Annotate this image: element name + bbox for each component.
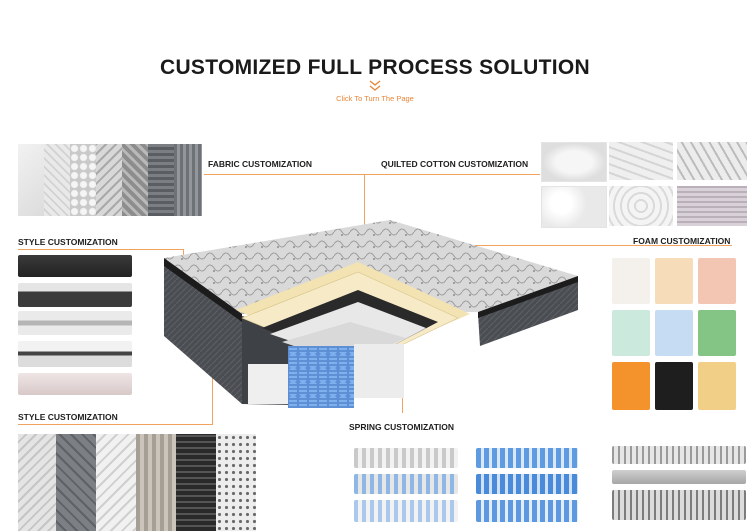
foam-swatch bbox=[612, 362, 650, 410]
foam-swatch bbox=[698, 362, 736, 410]
quilted-connector-line bbox=[365, 174, 540, 175]
fabric-customization-label: FABRIC CUSTOMIZATION bbox=[208, 159, 313, 169]
foam-swatch bbox=[655, 310, 693, 356]
style-customization-label-top: STYLE CUSTOMIZATION bbox=[18, 237, 118, 247]
style-top-connector-line bbox=[18, 249, 183, 250]
foam-connector-line bbox=[432, 245, 732, 246]
page-title: CUSTOMIZED FULL PROCESS SOLUTION bbox=[159, 56, 590, 79]
spring-samples-image bbox=[350, 446, 750, 531]
quilted-cotton-samples-image bbox=[541, 142, 749, 228]
fabric-connector-drop bbox=[364, 174, 365, 238]
foam-swatch bbox=[655, 258, 693, 304]
mattress-cross-section-image bbox=[164, 220, 578, 408]
fabric-connector-line bbox=[204, 174, 364, 175]
quilted-cotton-customization-label: QUILTED COTTON CUSTOMIZATION bbox=[381, 159, 529, 169]
mattress-style-samples-image bbox=[16, 255, 134, 397]
foam-customization-label: FOAM CUSTOMIZATION bbox=[633, 236, 731, 246]
cover-texture-samples-image bbox=[18, 434, 256, 531]
foam-swatch bbox=[655, 362, 693, 410]
foam-swatch bbox=[698, 258, 736, 304]
style-customization-label-bottom: STYLE CUSTOMIZATION bbox=[18, 412, 118, 422]
fabric-samples-image bbox=[18, 144, 202, 216]
chevron-down-icon[interactable] bbox=[366, 80, 384, 92]
style-bottom-connector-line bbox=[18, 424, 213, 425]
foam-swatch bbox=[612, 258, 650, 304]
foam-swatches-grid bbox=[612, 258, 736, 410]
turn-page-link[interactable]: Click To Turn The Page bbox=[336, 94, 414, 103]
foam-swatch bbox=[612, 310, 650, 356]
foam-swatch bbox=[698, 310, 736, 356]
spring-customization-label: SPRING CUSTOMIZATION bbox=[349, 422, 454, 432]
